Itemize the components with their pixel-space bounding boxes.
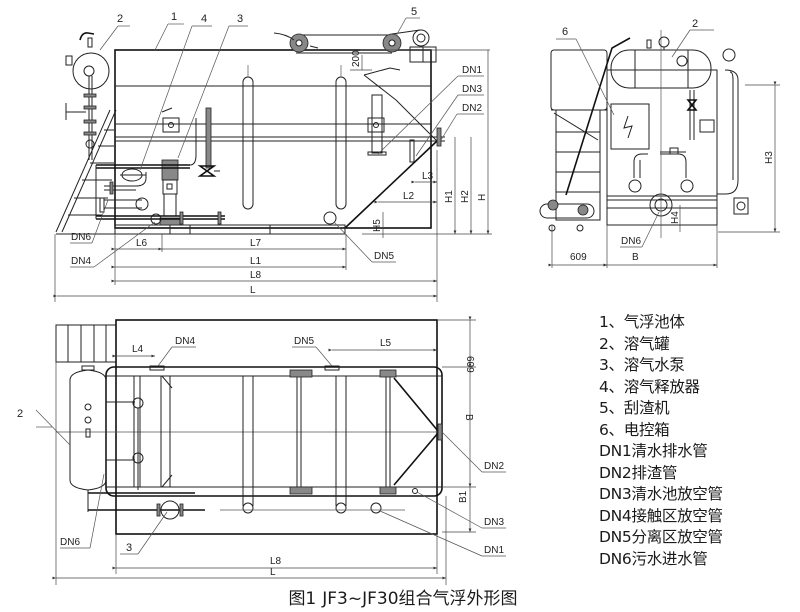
figure-number: 图1 (288, 589, 317, 609)
dim-L3: L3 (422, 171, 434, 182)
callout-1: 1 (171, 11, 177, 23)
side-view: 609 B H3 H4 6 2 DN6 (539, 18, 780, 268)
label-DN1-plan: DN1 (484, 545, 504, 556)
label-DN5: DN5 (374, 251, 394, 262)
label-DN4-plan: DN4 (175, 336, 195, 347)
front-callouts: 2 1 4 3 5 DN1 DN3 DN2 DN5 DN6 DN4 (70, 6, 484, 268)
legend-item: 4、溶气释放器 (599, 377, 700, 396)
legend-item: DN3清水池放空管 (599, 485, 723, 503)
dissolved-air-tank-side (610, 36, 736, 89)
callout-6: 6 (562, 26, 568, 38)
label-DN3: DN3 (462, 84, 482, 95)
front-view: L6 L7 L1 L8 L L2 L3 H1 H2 H H5 200 2 1 4… (53, 6, 492, 302)
legend-item: DN4接触区放空管 (599, 506, 723, 525)
label-DN4: DN4 (71, 256, 91, 267)
dim-200: 200 (351, 50, 362, 67)
dim-L8-plan: L8 (270, 556, 282, 567)
label-DN5-plan: DN5 (294, 336, 314, 347)
label-DN2-plan: DN2 (484, 461, 504, 472)
dim-B: B (632, 252, 639, 263)
legend-item: DN2排渣管 (599, 463, 678, 482)
dissolved-air-tank-plan (69, 365, 144, 491)
dim-609: 609 (570, 252, 587, 263)
dim-H4: H4 (670, 211, 681, 224)
access-ladder (55, 109, 117, 235)
parts-legend: 1、气浮池体 2、溶气罐 3、溶气水泵 4、溶气释放器 5、刮渣机 6、电控箱 … (599, 312, 723, 570)
dim-L6: L6 (136, 238, 148, 249)
dim-H1: H1 (444, 190, 455, 203)
dim-H3: H3 (764, 151, 775, 164)
callout-2: 2 (117, 13, 123, 25)
callout-3: 3 (237, 13, 243, 25)
label-DN3-plan: DN3 (484, 517, 504, 528)
dim-L: L (250, 285, 256, 296)
legend-item: 3、溶气水泵 (599, 356, 685, 374)
legend-item: DN6污水进水管 (599, 549, 708, 568)
label-DN1: DN1 (462, 65, 482, 76)
label-DN6-plan: DN6 (60, 537, 80, 548)
front-dimensions: L6 L7 L1 L8 L L2 L3 H1 H2 H H5 200 (53, 49, 492, 302)
front-piping (95, 118, 225, 225)
callout-2-plan: 2 (17, 408, 23, 420)
legend-item: 5、刮渣机 (599, 399, 670, 417)
dim-H5: H5 (372, 219, 383, 232)
control-box (610, 103, 650, 150)
dim-L1: L1 (250, 256, 262, 267)
plan-view: L4 L5 L8 L 609 B B1 DN4 DN5 DN2 DN3 DN1 … (17, 316, 506, 585)
label-DN6: DN6 (71, 232, 91, 243)
callout-3-plan: 3 (126, 542, 132, 554)
label-DN2: DN2 (462, 103, 482, 114)
dim-L-plan: L (270, 567, 276, 578)
label-DN6-side: DN6 (621, 236, 641, 247)
side-callouts: 6 2 DN6 (556, 18, 714, 248)
figure-title: JF3~JF30组合气浮外形图 (322, 589, 518, 609)
dim-L8: L8 (250, 270, 262, 281)
plan-callouts: DN4 DN5 DN2 DN3 DN1 DN6 2 3 (17, 336, 506, 557)
dim-L2: L2 (403, 191, 415, 202)
callout-4: 4 (201, 13, 207, 25)
legend-item: 6、电控箱 (599, 420, 670, 439)
callout-5: 5 (411, 6, 417, 18)
dim-H: H (477, 194, 488, 201)
dim-L5: L5 (380, 338, 392, 349)
legend-item: 2、溶气罐 (599, 334, 670, 353)
dim-B-plan: B (463, 414, 474, 421)
flotation-tank-body (114, 49, 445, 235)
legend-item: 1、气浮池体 (599, 313, 685, 331)
dim-609-plan: 609 (464, 356, 475, 373)
dim-B1: B1 (458, 490, 469, 503)
callout-2-side: 2 (692, 18, 698, 30)
side-dimensions: 609 B H3 H4 (548, 81, 780, 268)
dim-L4: L4 (132, 344, 144, 355)
dissolved-air-tank-front (65, 32, 110, 160)
scraper-machine (273, 29, 437, 63)
dim-H2: H2 (460, 190, 471, 203)
legend-item: DN1清水排水管 (599, 442, 708, 460)
legend-item: DN5分离区放空管 (599, 528, 723, 546)
plan-dimensions: L4 L5 L8 L 609 B B1 (52, 316, 476, 585)
dim-L7: L7 (250, 238, 262, 249)
